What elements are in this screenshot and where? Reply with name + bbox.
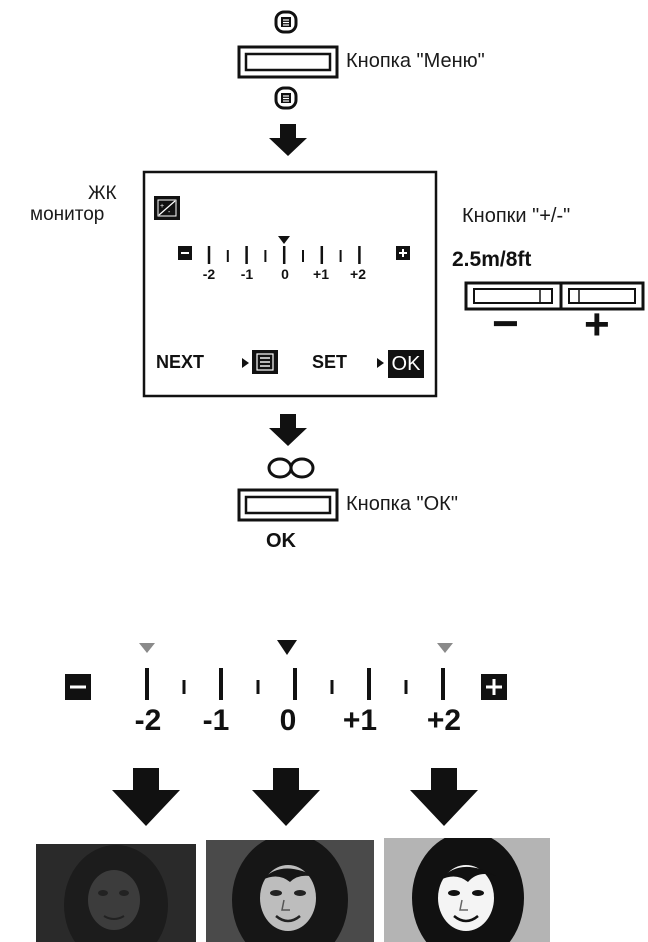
big-arrow-down-icon <box>410 768 478 826</box>
lcd-plus-icon <box>396 246 410 260</box>
distance-label: 2.5m/8ft <box>452 248 531 272</box>
svg-text:+: + <box>160 203 164 210</box>
scale-tick-label: -2 <box>128 704 168 738</box>
photo-normal <box>206 834 374 942</box>
photo-bright <box>384 832 550 942</box>
lcd-tick-label: +1 <box>312 266 330 282</box>
arrow-down-icon <box>269 124 307 156</box>
set-label: SET <box>312 352 347 373</box>
photo-dark <box>36 844 196 942</box>
ok-button <box>239 490 337 520</box>
next-label: NEXT <box>156 352 204 373</box>
bottom-plus-icon <box>481 674 507 700</box>
plus-sign: + <box>584 303 610 347</box>
black-pointer-center-icon <box>277 640 297 655</box>
lcd-menu-key-icon <box>252 350 278 374</box>
lcd-scale-ticks <box>209 246 359 264</box>
menu-icon-bottom <box>276 88 296 108</box>
set-arrow-icon <box>377 358 384 368</box>
lcd-tick-label: +2 <box>348 266 368 282</box>
infinity-icon <box>269 459 313 477</box>
scale-tick-label: 0 <box>268 704 308 738</box>
plusminus-buttons-label: Кнопки "+/-" <box>462 205 570 228</box>
scale-tick-label: +2 <box>422 704 466 738</box>
next-arrow-icon <box>242 358 249 368</box>
scale-tick-label: -1 <box>196 704 236 738</box>
big-arrow-down-icon <box>112 768 180 826</box>
lcd-label-line1: ЖК <box>88 183 117 205</box>
ok-button-label: Кнопка "ОК" <box>346 493 458 516</box>
big-arrow-down-icon <box>252 768 320 826</box>
gray-pointer-right-icon <box>437 643 453 653</box>
arrow-down-icon <box>269 414 307 446</box>
ok-text: OK <box>266 530 296 553</box>
minus-sign: − <box>492 300 519 346</box>
bottom-scale-ticks <box>147 668 443 700</box>
lcd-tick-label: -2 <box>200 266 218 282</box>
bottom-minus-icon <box>65 674 91 700</box>
gray-pointer-left-icon <box>139 643 155 653</box>
lcd-ok-key: OK <box>388 350 424 378</box>
menu-button <box>239 47 337 77</box>
lcd-tick-label: -1 <box>238 266 256 282</box>
lcd-tick-label: 0 <box>276 266 294 282</box>
exposure-icon: + - <box>154 196 180 220</box>
menu-icon-top <box>276 12 296 32</box>
lcd-label-line2: монитор <box>30 204 104 226</box>
scale-tick-label: +1 <box>340 704 380 738</box>
lcd-pointer-icon <box>278 236 290 244</box>
menu-button-label: Кнопка "Меню" <box>346 50 485 73</box>
